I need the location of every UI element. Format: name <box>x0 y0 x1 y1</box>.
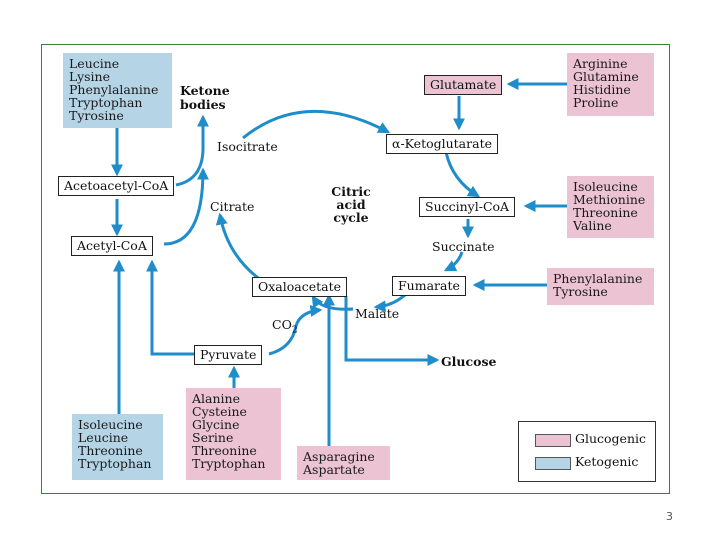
pyruvate-sources-box: Alanine Cysteine Glycine Serine Threonin… <box>186 388 281 480</box>
node-acetoacetyl-coa: Acetoacetyl-CoA <box>58 176 175 196</box>
amino-acid-label: Tryptophan <box>78 456 152 471</box>
amino-acid-label: Threonine <box>78 443 143 458</box>
ketone-line: Ketone <box>180 83 230 98</box>
node-glutamate: Glutamate <box>424 75 503 95</box>
amino-acid-label: Proline <box>573 95 619 110</box>
cycle-line: acid <box>336 197 366 212</box>
page-number: 3 <box>666 510 673 523</box>
glucose-label: Glucose <box>441 354 497 369</box>
amino-acid-label: Serine <box>192 430 234 445</box>
acetyl-sources-box: Isoleucine Leucine Threonine Tryptophan <box>72 414 163 480</box>
arrow-pyruvate-to-oxaloacetate <box>268 304 323 356</box>
amino-acid-label: Tyrosine <box>553 284 608 299</box>
amino-acid-label: Valine <box>573 218 612 233</box>
succinyl-sources-box: Isoleucine Methionine Threonine Valine <box>567 176 654 238</box>
arrow-oxaloacetate-to-glucose <box>344 296 440 366</box>
arrow-oxaloacetate-to-citrate <box>215 212 266 285</box>
ketone-bodies-label: Ketone bodies <box>180 84 230 112</box>
co2-subscript: 2 <box>291 325 298 336</box>
fumarate-sources-box: Phenylalanine Tyrosine <box>547 268 654 305</box>
amino-acid-label: Isoleucine <box>78 417 143 432</box>
amino-acid-label: Tyrosine <box>69 108 124 123</box>
glucogenic-swatch <box>535 434 571 447</box>
ketogenic-sources-box: Leucine Lysine Phenylalanine Tryptophan … <box>63 53 172 128</box>
amino-acid-label: Threonine <box>192 443 257 458</box>
node-ketoglutarate: α-Ketoglutarate <box>386 134 498 154</box>
cycle-line: cycle <box>333 210 369 225</box>
citrate-label: Citrate <box>210 199 255 214</box>
amino-acid-label: Isoleucine <box>573 179 638 194</box>
amino-acid-label: Tryptophan <box>192 456 266 471</box>
arrow-isocitrate-to-ketoglutarate <box>242 109 391 140</box>
arrow-fumarate-to-malate <box>373 293 406 313</box>
malate-label: Malate <box>355 306 400 321</box>
co2-label: CO2 <box>272 317 298 336</box>
oxaloacetate-sources-box: Asparagine Aspartate <box>297 446 390 480</box>
node-succinyl-coa: Succinyl-CoA <box>419 197 516 217</box>
glucogenic-legend-label: Glucogenic <box>575 431 647 446</box>
amino-acid-label: Phenylalanine <box>69 82 159 97</box>
arrow-acetyl-to-citrate <box>163 167 209 246</box>
amino-acid-label: Tryptophan <box>69 95 143 110</box>
ketogenic-swatch <box>535 457 571 470</box>
isocitrate-label: Isocitrate <box>217 139 278 154</box>
amino-acid-label: Methionine <box>573 192 646 207</box>
glutamate-sources-box: Arginine Glutamine Histidine Proline <box>567 53 654 116</box>
node-acetyl-coa: Acetyl-CoA <box>71 236 153 256</box>
ketogenic-legend-label: Ketogenic <box>575 454 639 469</box>
amino-acid-label: Histidine <box>573 82 631 97</box>
amino-acid-label: Leucine <box>78 430 129 445</box>
amino-acid-label: Lysine <box>69 69 111 84</box>
amino-acid-label: Phenylalanine <box>553 271 643 286</box>
amino-acid-label: Glycine <box>192 417 240 432</box>
legend: Glucogenic Ketogenic <box>518 421 656 482</box>
amino-acid-label: Alanine <box>192 391 240 406</box>
amino-acid-label: Threonine <box>573 205 638 220</box>
node-fumarate: Fumarate <box>392 276 466 296</box>
node-oxaloacetate: Oxaloacetate <box>252 277 348 297</box>
arrow-acetoacetyl-to-ketone <box>175 114 209 187</box>
ketone-line: bodies <box>180 97 226 112</box>
arrow-succinate-to-fumarate <box>443 251 464 272</box>
co2-text: CO <box>272 317 292 332</box>
node-pyruvate: Pyruvate <box>194 345 263 365</box>
amino-acid-label: Leucine <box>69 56 120 71</box>
amino-acid-label: Cysteine <box>192 404 247 419</box>
amino-acid-label: Aspartate <box>303 462 365 477</box>
amino-acid-label: Arginine <box>573 56 628 71</box>
amino-acid-label: Asparagine <box>303 449 375 464</box>
succinate-label: Succinate <box>432 239 495 254</box>
arrow-pyruvate-to-acetyl <box>146 259 194 356</box>
citric-acid-cycle-label: Citric acid cycle <box>326 185 376 224</box>
amino-acid-label: Glutamine <box>573 69 639 84</box>
cycle-line: Citric <box>331 184 371 199</box>
arrow-ketoglutarate-to-succinyl <box>444 151 481 198</box>
